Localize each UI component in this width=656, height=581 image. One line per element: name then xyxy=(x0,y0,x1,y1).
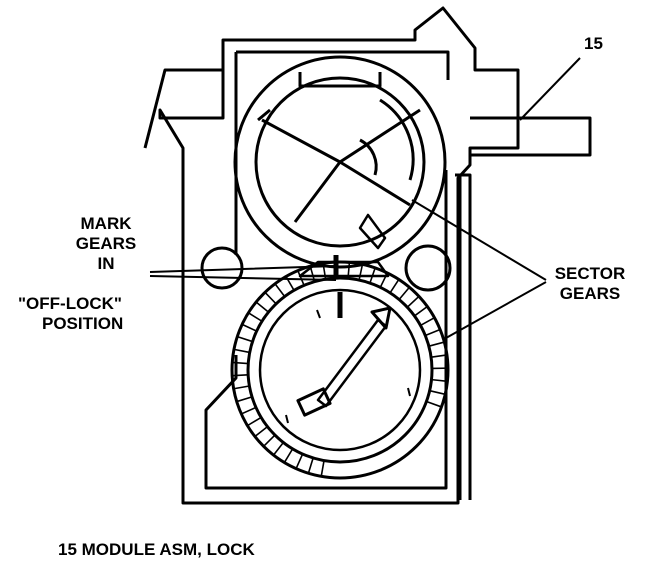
mark-gears-line-3: IN xyxy=(58,254,154,274)
gear-tooth xyxy=(426,401,441,406)
gear-tooth xyxy=(336,262,337,278)
callout-15-leader xyxy=(520,58,580,120)
mark-gears-line-5: POSITION xyxy=(42,314,123,334)
gear-tooth xyxy=(425,330,440,336)
gear-tooth xyxy=(359,264,362,280)
mark-gears-line-4: "OFF-LOCK" xyxy=(18,294,122,314)
mark-gears-line-1: MARK xyxy=(58,214,154,234)
gear-tooth xyxy=(255,427,268,437)
sector-gears-line-1: SECTOR xyxy=(545,264,635,284)
gear-tooth xyxy=(256,302,268,312)
mark-gears-line-2: GEARS xyxy=(58,234,154,254)
gear-tooth xyxy=(420,318,434,326)
mark-gears-label: MARK GEARS IN xyxy=(58,214,154,274)
gear-tooth xyxy=(399,287,409,299)
sector-gears-leader-1 xyxy=(412,200,546,280)
gear-tooth xyxy=(274,442,284,455)
sector-gears-label: SECTOR GEARS xyxy=(545,264,635,304)
figure-caption: 15 MODULE ASM, LOCK xyxy=(58,540,255,560)
module-housing xyxy=(160,8,518,503)
sector-gears-line-2: GEARS xyxy=(545,284,635,304)
gear-tooth xyxy=(321,461,324,477)
gear-tooth xyxy=(308,458,313,473)
gear-tooth xyxy=(275,284,285,297)
gear-tooth xyxy=(247,417,261,425)
left-idler xyxy=(202,248,242,288)
gear-tooth xyxy=(296,454,303,469)
gear-tooth xyxy=(264,435,275,446)
gear-tooth xyxy=(232,375,248,376)
gear-tooth xyxy=(265,292,276,304)
gear-tooth xyxy=(237,337,252,342)
gear-tooth xyxy=(429,342,444,346)
gear-tooth xyxy=(234,349,250,352)
gear-tooth xyxy=(232,362,248,363)
gear-tooth xyxy=(390,279,399,292)
gear-tooth xyxy=(248,313,262,321)
right-idler xyxy=(406,246,450,290)
upper-sector-gear xyxy=(235,57,445,267)
gear-tooth xyxy=(241,407,256,414)
left-bracket xyxy=(145,70,223,148)
gear-tooth xyxy=(242,324,257,331)
gear-tooth xyxy=(430,391,446,395)
gear-tooth xyxy=(284,449,292,463)
callout-15: 15 xyxy=(584,34,603,54)
gear-tooth xyxy=(234,386,250,389)
gear-tooth xyxy=(407,296,419,307)
gear-tooth xyxy=(237,397,252,402)
gear-tooth xyxy=(414,307,427,316)
